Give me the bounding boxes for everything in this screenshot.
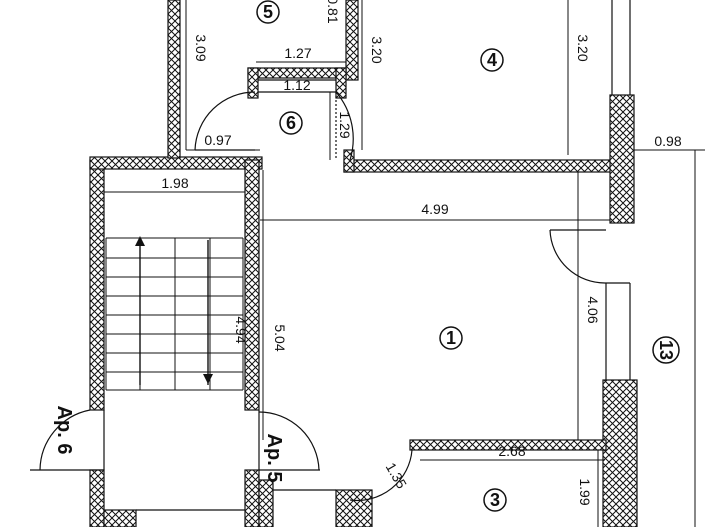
wall-right-upper <box>609 94 635 224</box>
door-room3 <box>349 449 413 502</box>
wall-room3-top <box>409 439 607 451</box>
room-label-1: 1 <box>446 328 456 348</box>
dim-1-99: 1.99 <box>577 478 593 505</box>
wall-room4-bottom <box>343 159 615 173</box>
wall-stair-right-lower <box>244 469 260 527</box>
dim-1-98: 1.98 <box>161 175 188 191</box>
room-marker-4 <box>480 48 504 72</box>
wall-bottom-room3 <box>335 489 373 527</box>
wall-stair-left-lower <box>89 469 105 527</box>
dim-4-94: 4.94 <box>233 316 249 343</box>
room-label-13: 13 <box>656 340 676 360</box>
dim-1-12: 1.12 <box>283 77 310 93</box>
dim-3-20-left: 3.20 <box>369 36 385 63</box>
dim-0-81: 0.81 <box>325 0 341 24</box>
walls <box>89 0 638 527</box>
dimension-lines <box>104 0 705 527</box>
room-marker-6 <box>279 111 303 135</box>
dim-4-99: 4.99 <box>421 201 448 217</box>
door-right-room <box>549 229 607 284</box>
door-ap6 <box>39 409 91 471</box>
room-label-4: 4 <box>487 50 497 70</box>
wall-room5-right <box>345 0 359 81</box>
apartment-label-6: Ap. 6 <box>53 406 75 455</box>
room-marker-13 <box>652 336 680 364</box>
room-label-5: 5 <box>263 2 273 22</box>
wall-stair-right <box>244 159 260 411</box>
dim-0-98: 0.98 <box>654 133 681 149</box>
door-room6-left <box>194 91 256 151</box>
stair-arrow-down-icon <box>203 374 213 384</box>
door-ap5 <box>258 411 320 471</box>
wall-room4-stub <box>343 149 355 173</box>
dim-5-04: 5.04 <box>272 324 288 351</box>
room-label-3: 3 <box>490 490 500 510</box>
wall-stair-top <box>89 156 263 170</box>
dim-2-68: 2.68 <box>498 443 525 459</box>
dim-0-97: 0.97 <box>204 132 231 148</box>
partition-lines <box>103 0 631 511</box>
stair-arrow-up-icon <box>135 236 145 246</box>
room-label-6: 6 <box>286 113 296 133</box>
dim-1-27: 1.27 <box>284 45 311 61</box>
wall-post-a <box>247 67 259 99</box>
staircase <box>105 237 244 391</box>
dim-4-06: 4.06 <box>585 296 601 323</box>
wall-right-lower <box>602 379 638 527</box>
room-marker-3 <box>483 488 507 512</box>
apartment-label-5: Ap. 5 <box>263 434 285 483</box>
dim-1-29: 1.29 <box>337 111 353 138</box>
room-markers: 5 4 6 1 13 3 <box>256 0 680 512</box>
wall-stair-left <box>89 159 105 411</box>
room-marker-1 <box>439 326 463 350</box>
wall-room5-left <box>167 0 181 159</box>
doors <box>30 91 607 502</box>
wall-bottom-block <box>103 509 137 527</box>
wall-bottom-door-left <box>258 479 274 527</box>
dim-3-20-right: 3.20 <box>575 34 591 61</box>
door-room6-right <box>335 91 354 161</box>
dim-1-35: 1.35 <box>383 460 411 492</box>
dim-3-09: 3.09 <box>193 34 209 61</box>
room-marker-5 <box>256 0 280 24</box>
